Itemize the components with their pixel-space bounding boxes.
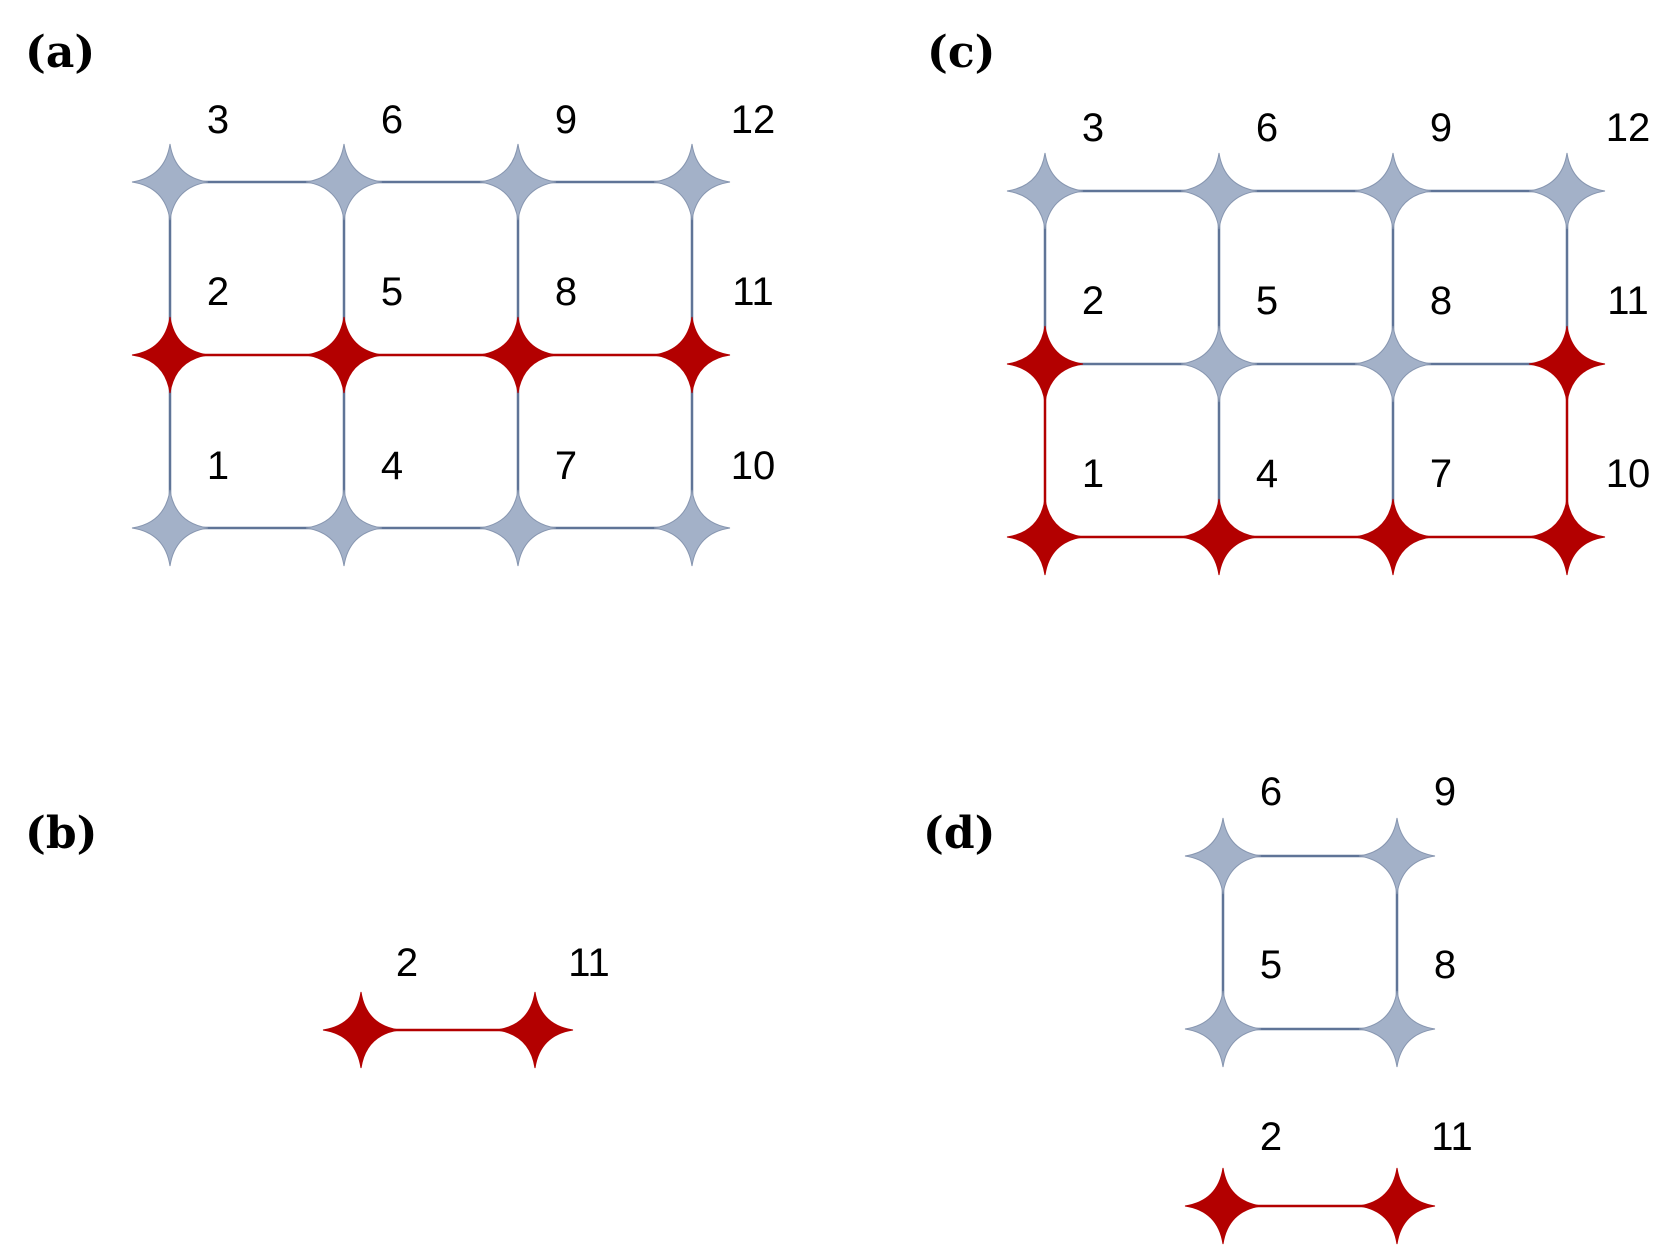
red-star-node-icon bbox=[305, 316, 383, 394]
number-label: 5 bbox=[1260, 943, 1282, 987]
gray-star-node-icon bbox=[305, 489, 383, 567]
gray-star-node-icon bbox=[1184, 817, 1262, 895]
number-label: 3 bbox=[207, 98, 229, 142]
number-label: 11 bbox=[568, 941, 610, 985]
red-star-node-icon bbox=[1358, 1167, 1436, 1245]
panel-a-edges bbox=[168, 180, 694, 530]
panel-c-nodes bbox=[1006, 152, 1606, 576]
panel-d-nodes bbox=[1184, 817, 1436, 1245]
number-label: 7 bbox=[1430, 452, 1452, 496]
number-label: 6 bbox=[1256, 106, 1278, 150]
number-label: 2 bbox=[207, 270, 229, 314]
panel-a-label: (a) bbox=[25, 27, 95, 78]
number-label: 10 bbox=[1606, 452, 1651, 496]
number-label: 1 bbox=[207, 444, 229, 488]
panel-b: 2 11 bbox=[322, 941, 610, 1069]
number-label: 11 bbox=[732, 270, 774, 314]
red-star-node-icon bbox=[1354, 498, 1432, 576]
gray-star-node-icon bbox=[1006, 152, 1084, 230]
number-label: 2 bbox=[1260, 1115, 1282, 1159]
panel-b-nodes bbox=[322, 991, 574, 1069]
gray-star-node-icon bbox=[1358, 990, 1436, 1068]
red-star-node-icon bbox=[1006, 325, 1084, 403]
panel-b-numbers: 2 11 bbox=[396, 941, 610, 985]
panel-d-label: (d) bbox=[923, 808, 995, 859]
panel-a-numbers: 3 6 9 12 2 5 8 11 1 4 7 10 bbox=[207, 98, 775, 488]
number-label: 4 bbox=[1256, 452, 1278, 496]
panel-d-numbers: 6 9 5 8 2 11 bbox=[1260, 770, 1473, 1159]
panel-b-label: (b) bbox=[25, 808, 97, 859]
number-label: 5 bbox=[1256, 279, 1278, 323]
number-label: 7 bbox=[555, 444, 577, 488]
number-label: 2 bbox=[396, 941, 418, 985]
gray-star-node-icon bbox=[1180, 152, 1258, 230]
number-label: 11 bbox=[1607, 279, 1649, 323]
number-label: 9 bbox=[1430, 106, 1452, 150]
number-label: 9 bbox=[555, 98, 577, 142]
gray-star-node-icon bbox=[1354, 152, 1432, 230]
panel-c-edges bbox=[1043, 189, 1569, 539]
gray-star-node-icon bbox=[479, 143, 557, 221]
number-label: 10 bbox=[731, 444, 776, 488]
number-label: 9 bbox=[1434, 770, 1456, 814]
number-label: 1 bbox=[1082, 452, 1104, 496]
gray-star-node-icon bbox=[653, 143, 731, 221]
gray-star-node-icon bbox=[1354, 325, 1432, 403]
red-star-node-icon bbox=[496, 991, 574, 1069]
gray-star-node-icon bbox=[1180, 325, 1258, 403]
gray-star-node-icon bbox=[1358, 817, 1436, 895]
panel-c-numbers: 3 6 9 12 2 5 8 11 1 4 7 10 bbox=[1082, 106, 1650, 496]
gray-star-node-icon bbox=[131, 143, 209, 221]
number-label: 5 bbox=[381, 270, 403, 314]
red-star-node-icon bbox=[131, 316, 209, 394]
panel-d: 6 9 5 8 2 11 bbox=[1184, 770, 1473, 1245]
panel-a-nodes bbox=[131, 143, 731, 567]
number-label: 3 bbox=[1082, 106, 1104, 150]
panel-c-label: (c) bbox=[927, 27, 995, 78]
number-label: 8 bbox=[1430, 279, 1452, 323]
gray-star-node-icon bbox=[305, 143, 383, 221]
gray-star-node-icon bbox=[479, 489, 557, 567]
gray-star-node-icon bbox=[1184, 990, 1262, 1068]
red-star-node-icon bbox=[653, 316, 731, 394]
panel-a: 3 6 9 12 2 5 8 11 1 4 7 10 bbox=[131, 98, 775, 567]
red-star-node-icon bbox=[479, 316, 557, 394]
number-label: 12 bbox=[731, 98, 776, 142]
red-star-node-icon bbox=[1528, 498, 1606, 576]
panel-c: 3 6 9 12 2 5 8 11 1 4 7 10 bbox=[1006, 106, 1650, 576]
gray-star-node-icon bbox=[1528, 152, 1606, 230]
red-star-node-icon bbox=[1180, 498, 1258, 576]
number-label: 11 bbox=[1431, 1115, 1473, 1159]
red-star-node-icon bbox=[1006, 498, 1084, 576]
number-label: 8 bbox=[1434, 943, 1456, 987]
red-star-node-icon bbox=[1184, 1167, 1262, 1245]
number-label: 4 bbox=[381, 444, 403, 488]
number-label: 6 bbox=[381, 98, 403, 142]
number-label: 6 bbox=[1260, 770, 1282, 814]
red-star-node-icon bbox=[322, 991, 400, 1069]
gray-star-node-icon bbox=[131, 489, 209, 567]
number-label: 2 bbox=[1082, 279, 1104, 323]
number-label: 12 bbox=[1606, 106, 1651, 150]
red-star-node-icon bbox=[1528, 325, 1606, 403]
number-label: 8 bbox=[555, 270, 577, 314]
gray-star-node-icon bbox=[653, 489, 731, 567]
